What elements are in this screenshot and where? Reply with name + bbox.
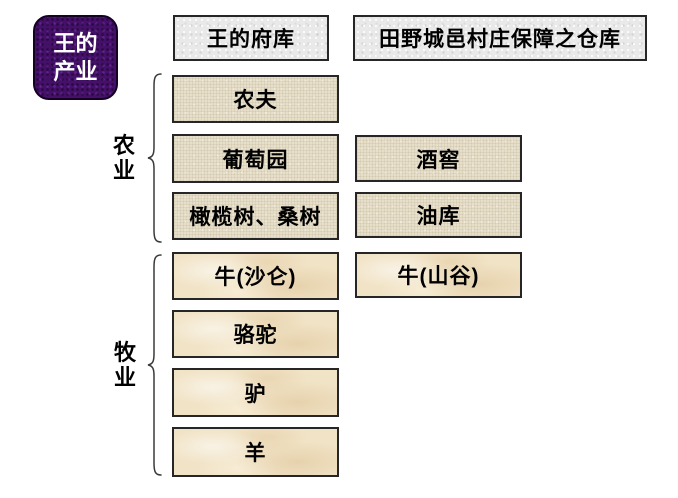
box-wine-cellars: 酒窖 — [355, 135, 522, 182]
box-vineyards: 葡萄园 — [172, 134, 339, 183]
left-brace-icon — [147, 73, 162, 243]
left-brace-icon — [147, 254, 162, 476]
box-camels: 骆驼 — [172, 310, 339, 358]
box-sheep: 羊 — [172, 427, 339, 477]
group-label-husbandry: 牧业 — [113, 340, 136, 390]
group-label-agriculture: 农业 — [112, 133, 135, 183]
header-box-treasury: 王的府库 — [173, 15, 329, 61]
title-box-kings-property: 王的产业 — [33, 15, 118, 100]
box-cattle-valleys: 牛(山谷) — [355, 252, 522, 298]
box-olive-mulberry-trees: 橄榄树、桑树 — [172, 192, 339, 240]
box-cattle-sharon: 牛(沙仑) — [172, 252, 339, 300]
header-box-storehouses: 田野城邑村庄保障之仓库 — [353, 15, 647, 61]
box-oil-stores: 油库 — [355, 192, 522, 238]
box-farmers: 农夫 — [172, 75, 339, 123]
title-text: 王的产业 — [53, 30, 98, 84]
box-donkeys: 驴 — [172, 368, 339, 417]
